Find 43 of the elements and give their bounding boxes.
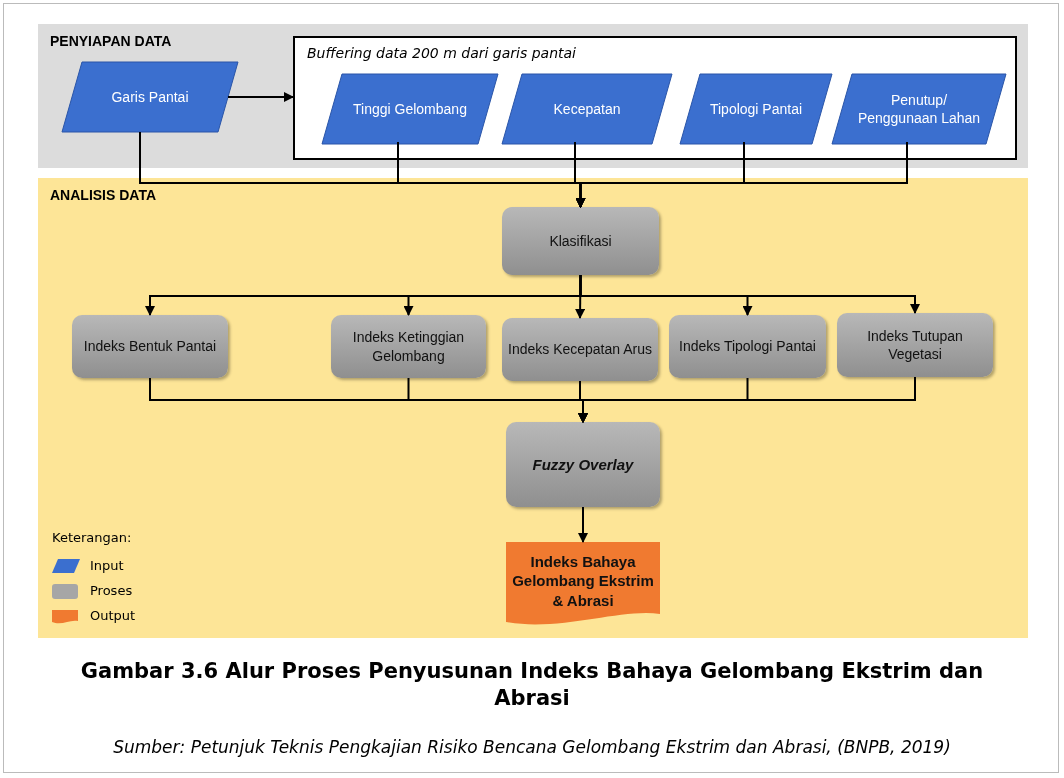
input-parallelogram [680,74,832,144]
node-label: Penutup/ Penggunaan Lahan [856,90,982,128]
node-label: Garis Pantai [110,87,190,107]
legend-label: Input [90,558,124,573]
section-band [38,178,1028,638]
figure-caption: Gambar 3.6 Alur Proses Penyusunan Indeks Bahaya Gelombang Ekstrim dan Abrasi [79,658,985,713]
node-label: Klasifikasi [548,231,613,251]
node-label: Fuzzy Overlay [531,454,635,475]
section-heading: ANALISIS DATA [50,186,157,205]
arrow [227,92,294,102]
arrow [575,274,586,319]
node-label: Tipologi Pantai [708,99,804,119]
process-box [502,207,659,275]
legend-title: Keterangan: [52,530,132,545]
process-box [669,315,826,378]
node-label: Indeks Bahaya Gelombang Ekstrim & Abrasi [511,551,655,611]
node-label: Indeks Tutupan Vegetasi [866,326,964,364]
process-box [506,422,660,507]
node-label: Indeks Tipologi Pantai [678,337,817,356]
legend-label: Output [90,608,136,623]
section-heading: PENYIAPAN DATA [50,32,172,51]
process-box [72,315,228,378]
buffer-box [293,36,1017,160]
process-box [331,315,486,378]
process-box [502,318,658,381]
node-label: Tinggi Gelombang [352,99,468,119]
input-parallelogram [322,74,498,144]
arrow [578,506,588,543]
node-label: Indeks Bentuk Pantai [82,337,218,356]
box-heading: Buffering data 200 m dari garis pantai [307,44,576,63]
arrow [578,376,916,423]
input-parallelogram [502,74,672,144]
arrow [579,274,920,314]
input-parallelogram [832,74,1006,144]
node-label: Indeks Kecepatan Arus [507,340,653,359]
node-label: Indeks Ketinggian Gelombang [351,328,466,365]
section-band [38,24,1028,168]
process-box [837,313,993,377]
node-label: Kecepatan [552,99,622,119]
legend-label: Proses [90,583,133,598]
source-note: Sumber: Petunjuk Teknis Pengkajian Risiko Bencana Gelombang Ekstrim dan Abrasi, (BNPB, 2019) [112,737,952,757]
input-parallelogram [62,62,238,132]
arrow [575,141,908,208]
